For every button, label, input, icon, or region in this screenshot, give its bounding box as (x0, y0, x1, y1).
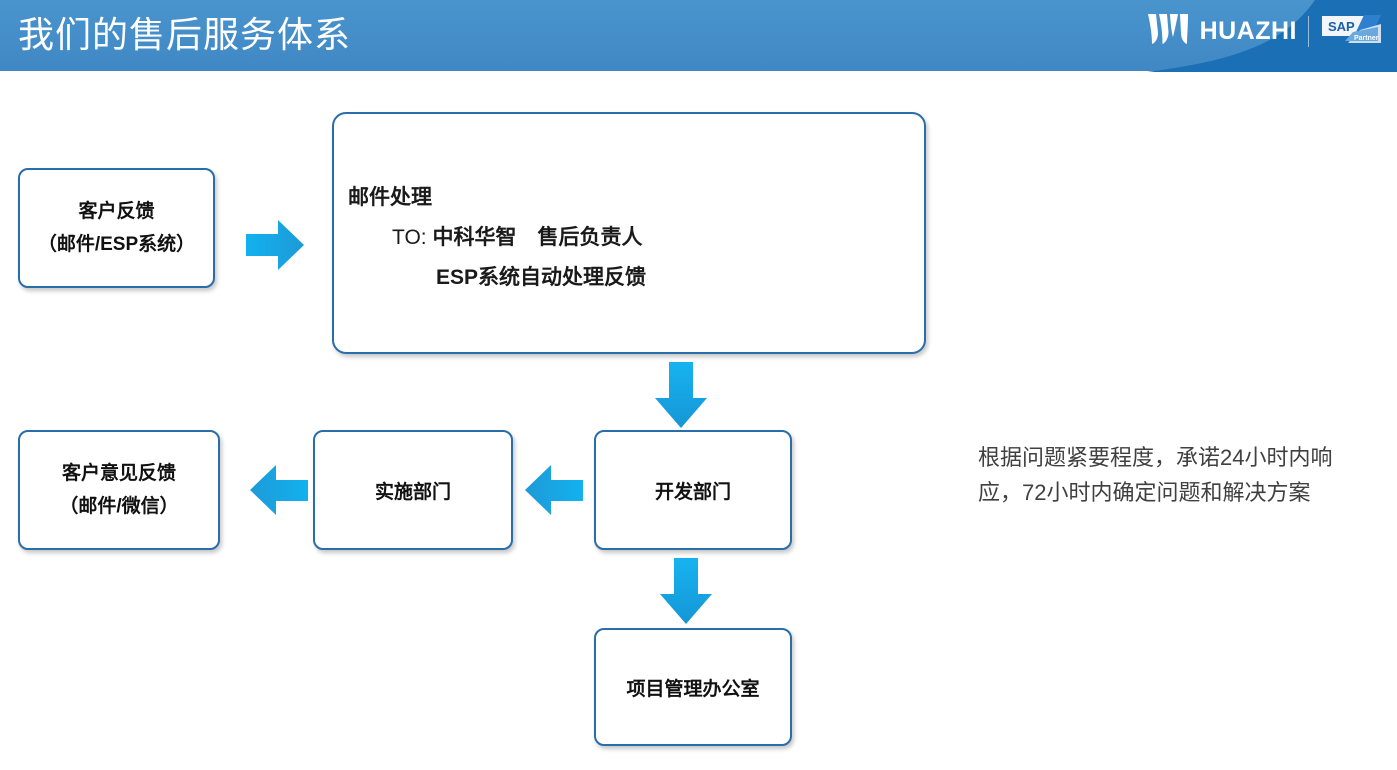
customer-feedback-line-1: 客户反馈 (78, 201, 155, 222)
customer-feedback-line-2: （邮件/ESP系统） (37, 234, 196, 255)
email-process-line-3: ESP系统自动处理反馈 (436, 266, 647, 289)
implementation-label: 实施部门 (374, 481, 451, 503)
email-process-body: 邮件处理 TO: 中科华智 售后负责人 ESP系统自动处理反馈 (334, 114, 924, 298)
flow-box-pmo[interactable]: 项目管理办公室 (594, 628, 792, 746)
huazhi-mark-icon (1147, 13, 1193, 50)
arrow-right-customer-to-email-icon (244, 216, 306, 274)
logo-divider (1308, 15, 1309, 47)
brand-logo-lockup: HUAZHI SAP Partner (1147, 11, 1383, 51)
customer-opinion-line-1: 客户意见反馈 (61, 463, 176, 484)
flow-box-customer-feedback[interactable]: 客户反馈 （邮件/ESP系统） (18, 168, 215, 288)
arrow-down-email-to-development-icon (650, 360, 712, 430)
flow-box-implementation[interactable]: 实施部门 (313, 430, 513, 550)
flow-box-development[interactable]: 开发部门 (594, 430, 792, 550)
arrow-left-development-to-implementation-icon (523, 460, 585, 520)
brand-name-text: HUAZHI (1199, 16, 1297, 45)
flow-box-email-process[interactable]: 邮件处理 TO: 中科华智 售后负责人 ESP系统自动处理反馈 (332, 112, 926, 354)
email-to-label: TO: (392, 226, 433, 249)
sla-side-note: 根据问题紧要程度，承诺24小时内响应，72小时内确定问题和解决方案 (978, 445, 1333, 505)
email-process-line-1: 邮件处理 (348, 186, 432, 209)
customer-opinion-line-2: （邮件/微信） (59, 496, 179, 517)
arrow-left-implementation-to-opinion-icon (248, 460, 310, 520)
flow-box-customer-opinion[interactable]: 客户意见反馈 （邮件/微信） (18, 430, 220, 550)
email-process-line-2: TO: 中科华智 售后负责人 (348, 218, 924, 258)
svg-text:Partner: Partner (1354, 35, 1379, 42)
development-label: 开发部门 (654, 481, 731, 503)
svg-text:SAP: SAP (1328, 19, 1355, 34)
pmo-label: 项目管理办公室 (626, 678, 760, 700)
arrow-down-development-to-pmo-icon (655, 556, 717, 626)
email-to-value: 中科华智 售后负责人 (432, 226, 643, 249)
page-title: 我们的售后服务体系 (18, 14, 352, 55)
sap-partner-badge: SAP Partner (1320, 12, 1383, 50)
